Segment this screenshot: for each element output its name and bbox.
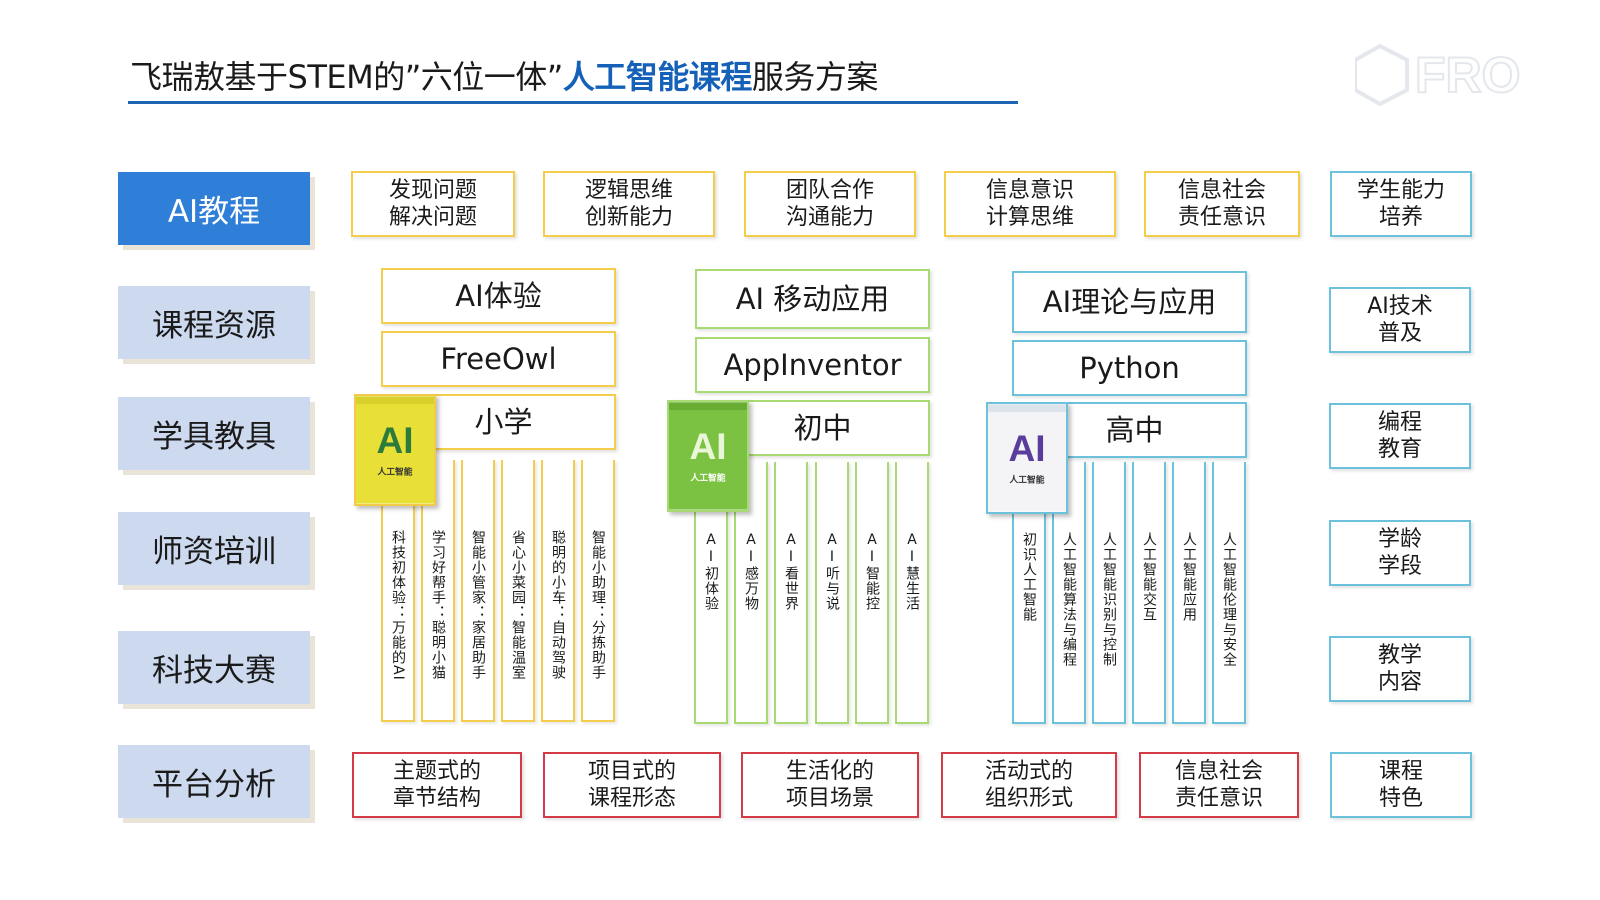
primary-unit-5: 聪明的小车：自动驾驶 [541,460,575,722]
category-ai-tutorial[interactable]: AI教程 [118,172,310,245]
middle-tool: AppInventor [695,337,930,393]
high-unit-4-label: 人工智能交互 [1141,532,1157,622]
primary-unit-2: 学习好帮手：聪明小猫 [421,460,455,722]
title-highlight: 人工智能课程 [562,58,753,96]
primary-cover-caption: 人工智能 [377,465,412,477]
primary-unit-6-label: 智能小助理：分拣助手 [590,530,606,680]
primary-unit-5-label: 聪明的小车：自动驾驶 [550,530,566,680]
page-title: 飞瑞敖基于STEM的”六位一体”人工智能课程服务方案 [130,52,878,98]
high-unit-2: 人工智能算法与编程 [1052,462,1086,724]
high-unit-3: 人工智能识别与控制 [1092,462,1126,724]
middle-cover-mark: AI [689,425,726,467]
feature-teaching-content: 教学 内容 [1329,636,1471,702]
high-unit-3-label: 人工智能识别与控制 [1101,532,1117,667]
category-teaching-tools[interactable]: 学具教具 [118,397,310,470]
ability-box-2: 逻辑思维 创新能力 [543,171,715,237]
primary-unit-1-label: 科技初体验：万能的AI [390,530,406,681]
primary-cover-mark: AI [376,419,413,461]
title-part1: 飞瑞敖基于STEM的”六位一体” [130,58,563,96]
middle-unit-3-label: AI看世界 [783,532,799,611]
primary-unit-4: 省心小菜园：智能温室 [501,460,535,722]
feature-ai-popularization: AI技术 普及 [1329,287,1471,353]
primary-tool: FreeOwl [381,331,616,387]
primary-unit-3: 智能小管家：家居助手 [461,460,495,722]
high-textbook-cover: AI 人工智能 [986,402,1068,514]
primary-textbook-cover: AI 人工智能 [354,394,436,506]
category-tech-contest[interactable]: 科技大赛 [118,631,310,704]
middle-unit-4-label: AI听与说 [824,532,840,611]
trait-box-1: 主题式的 章节结构 [352,752,522,818]
primary-course-title: AI体验 [381,268,616,324]
high-course-title: AI理论与应用 [1012,271,1247,333]
title-underline [128,101,1018,104]
middle-unit-5: AI智能控 [855,462,889,724]
category-platform-analysis[interactable]: 平台分析 [118,745,310,818]
ability-box-1: 发现问题 解决问题 [351,171,515,237]
primary-unit-1: 科技初体验：万能的AI [381,460,415,722]
ability-box-3: 团队合作 沟通能力 [744,171,916,237]
feature-student-ability: 学生能力 培养 [1330,171,1472,237]
high-unit-6: 人工智能伦理与安全 [1212,462,1246,724]
feature-programming-education: 编程 教育 [1329,403,1471,469]
middle-unit-3: AI看世界 [774,462,808,724]
high-tool: Python [1012,340,1247,396]
category-teacher-training[interactable]: 师资培训 [118,512,310,585]
middle-unit-2: AI感万物 [734,462,768,724]
middle-cover-caption: 人工智能 [690,471,725,483]
middle-unit-5-label: AI智能控 [864,532,880,611]
trait-box-4: 活动式的 组织形式 [941,752,1117,818]
trait-box-3: 生活化的 项目场景 [741,752,919,818]
middle-unit-1-label: AI初体验 [703,532,719,611]
middle-unit-2-label: AI感万物 [743,532,759,611]
middle-unit-1: AI初体验 [694,462,728,724]
primary-unit-4-label: 省心小菜园：智能温室 [510,530,526,680]
primary-unit-6: 智能小助理：分拣助手 [581,460,615,722]
trait-box-2: 项目式的 课程形态 [543,752,721,818]
middle-unit-6-label: AI慧生活 [904,532,920,611]
high-unit-2-label: 人工智能算法与编程 [1061,532,1077,667]
high-unit-6-label: 人工智能伦理与安全 [1221,532,1237,667]
high-cover-caption: 人工智能 [1009,473,1044,485]
high-unit-5-label: 人工智能应用 [1181,532,1197,622]
trait-box-5: 信息社会 责任意识 [1139,752,1299,818]
high-unit-1-label: 初识人工智能 [1021,532,1037,622]
ability-box-5: 信息社会 责任意识 [1144,171,1300,237]
middle-unit-6: AI慧生活 [895,462,929,724]
high-unit-5: 人工智能应用 [1172,462,1206,724]
primary-unit-2-label: 学习好帮手：聪明小猫 [430,530,446,680]
logo-text: FRO [1415,47,1521,103]
high-cover-mark: AI [1008,427,1045,469]
high-unit-4: 人工智能交互 [1132,462,1166,724]
feature-course-characteristics: 课程 特色 [1330,752,1472,818]
feature-school-age: 学龄 学段 [1329,520,1471,586]
middle-course-title: AI 移动应用 [695,269,930,329]
middle-textbook-cover: AI 人工智能 [667,400,749,512]
category-course-resources[interactable]: 课程资源 [118,286,310,359]
primary-unit-3-label: 智能小管家：家居助手 [470,530,486,680]
high-unit-1: 初识人工智能 [1012,462,1046,724]
fro-logo: FRO [1353,40,1540,110]
ability-box-4: 信息意识 计算思维 [944,171,1116,237]
middle-unit-4: AI听与说 [815,462,849,724]
title-part2: 服务方案 [751,58,879,96]
